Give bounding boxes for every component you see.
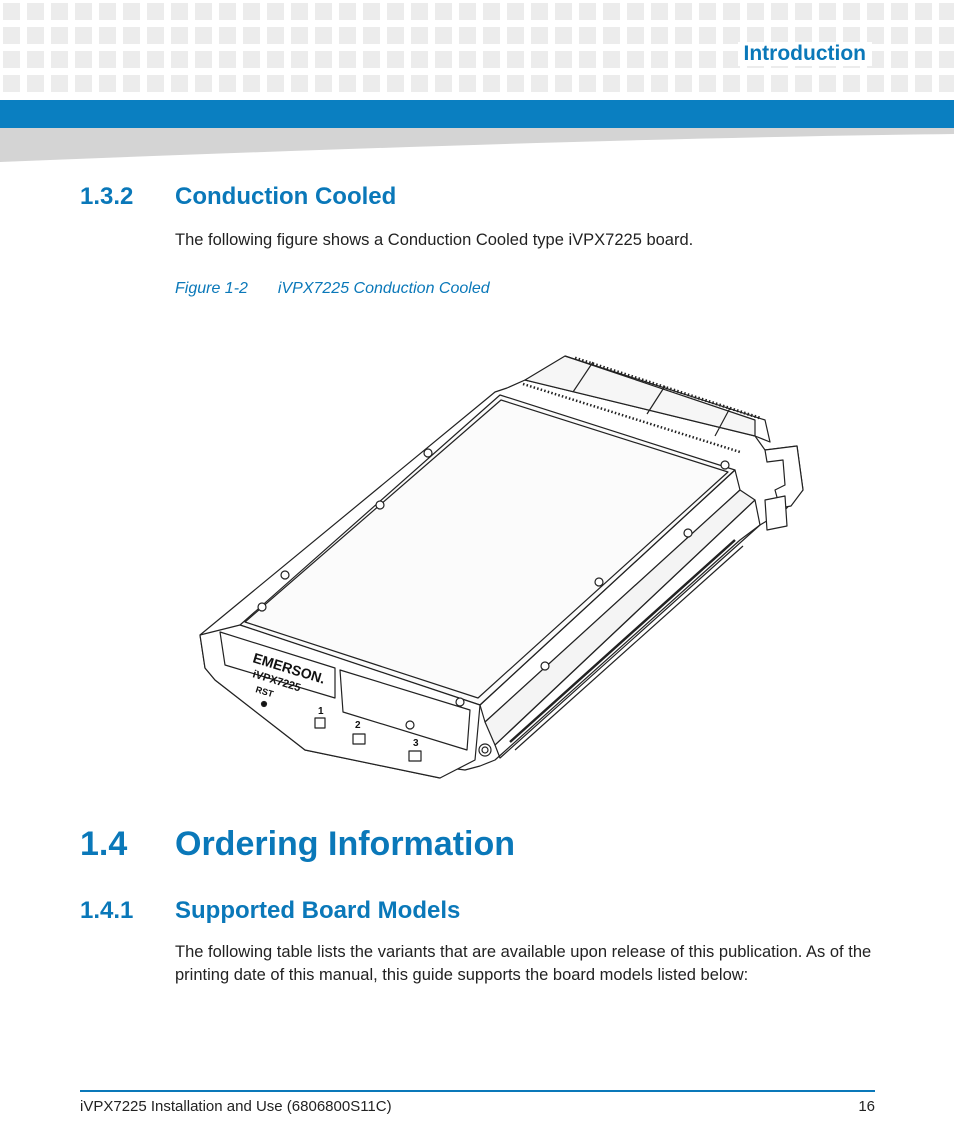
section-heading-1-3-2: 1.3.2 Conduction Cooled bbox=[80, 183, 680, 215]
section-title: Conduction Cooled bbox=[175, 183, 397, 210]
footer-rule bbox=[80, 1090, 875, 1092]
front-panel-led-3: 3 bbox=[413, 738, 419, 749]
footer-document-title: iVPX7225 Installation and Use (6806800S1… bbox=[80, 1098, 392, 1115]
front-panel-led-2: 2 bbox=[355, 720, 361, 731]
footer-page-number: 16 bbox=[858, 1098, 875, 1115]
section-title: Ordering Information bbox=[175, 825, 515, 863]
section-heading-1-4: 1.4 Ordering Information bbox=[80, 825, 780, 867]
models-paragraph: The following table lists the variants t… bbox=[175, 943, 872, 984]
running-header-chapter: Introduction bbox=[737, 42, 872, 66]
figure-intro-paragraph: The following figure shows a Conduction … bbox=[175, 231, 694, 249]
section-number: 1.3.2 bbox=[80, 183, 134, 210]
section-number: 1.4.1 bbox=[80, 897, 134, 924]
figure-title: iVPX7225 Conduction Cooled bbox=[277, 280, 490, 297]
header-gray-swoosh bbox=[0, 128, 954, 162]
header-blue-bar bbox=[0, 100, 954, 128]
figure-label: Figure 1-2 bbox=[175, 280, 248, 297]
section-heading-1-4-1: 1.4.1 Supported Board Models bbox=[80, 897, 680, 929]
section-number: 1.4 bbox=[80, 825, 128, 863]
section-title: Supported Board Models bbox=[175, 897, 461, 924]
front-panel-led-1: 1 bbox=[318, 706, 324, 717]
board-illustration: EMERSON. iVPX7225 RST 1 2 3 bbox=[199, 355, 804, 779]
figure-caption: Figure 1-2 iVPX7225 Conduction Cooled bbox=[175, 280, 490, 298]
